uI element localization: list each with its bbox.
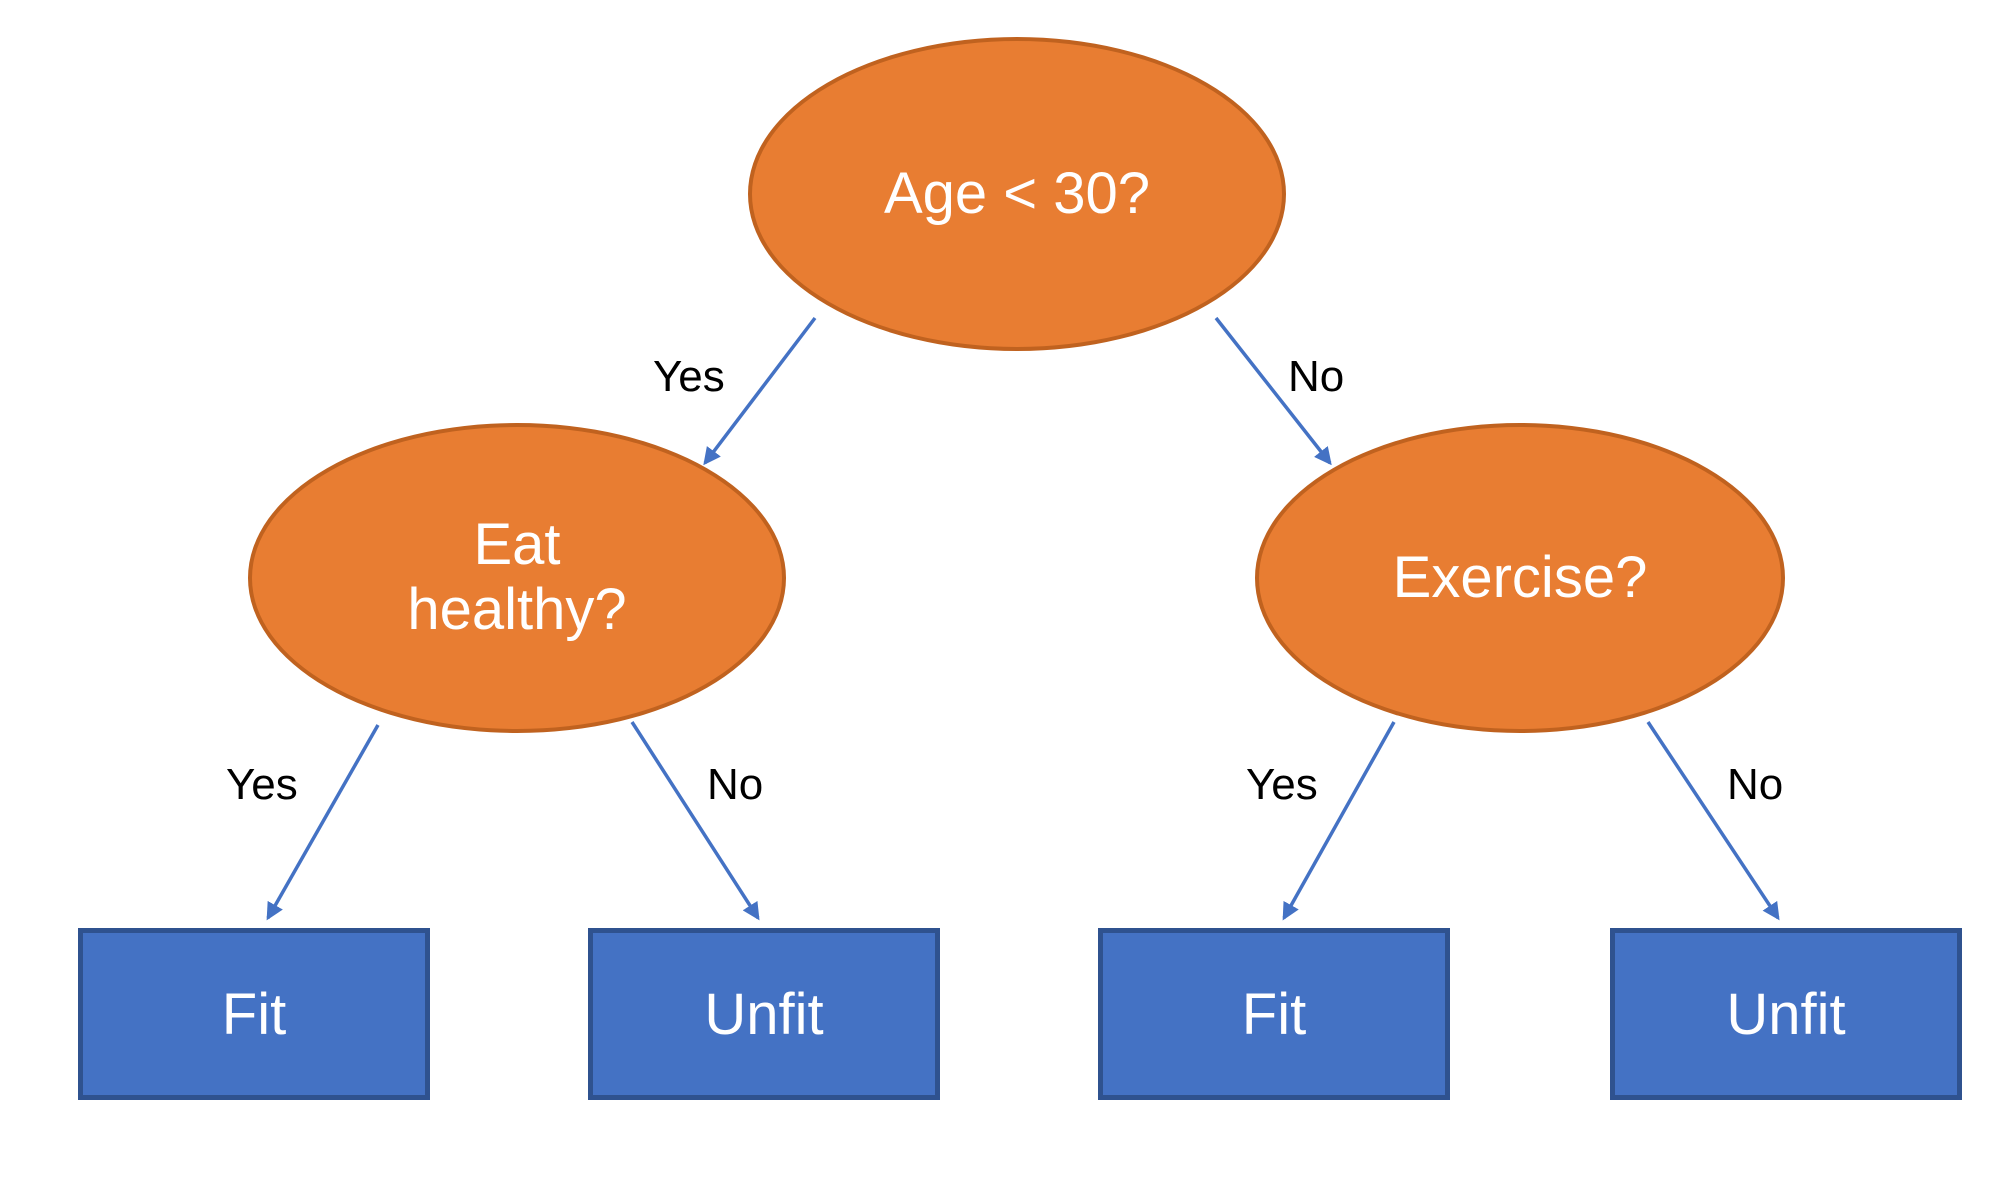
leaf-node-fit-right[interactable]: Fit: [1098, 928, 1450, 1100]
leaf-node-unfit-right-label: Unfit: [1726, 981, 1846, 1047]
edge-eat-to-fit: [266, 724, 380, 921]
leaf-node-unfit-right[interactable]: Unfit: [1610, 928, 1962, 1100]
edge-exercise-to-fit: [1282, 721, 1396, 921]
leaf-node-fit-left-label: Fit: [221, 981, 287, 1047]
edge-label-root-no: No: [1288, 352, 1345, 401]
edge-label-eat-yes: Yes: [226, 760, 298, 809]
decision-node-eat-healthy-label: Eat healthy?: [407, 512, 627, 642]
decision-node-exercise[interactable]: Exercise?: [1255, 423, 1785, 733]
decision-node-exercise-label: Exercise?: [1392, 544, 1648, 610]
decision-node-root[interactable]: Age < 30?: [748, 37, 1286, 351]
decision-node-eat-healthy[interactable]: Eat healthy?: [248, 423, 786, 733]
edge-eat-to-unfit: [630, 721, 760, 921]
leaf-node-unfit-left-label: Unfit: [704, 981, 824, 1047]
decision-node-root-label: Age < 30?: [883, 160, 1151, 226]
edge-label-eat-no: No: [707, 760, 764, 809]
edge-label-exercise-yes: Yes: [1246, 760, 1318, 809]
leaf-node-unfit-left[interactable]: Unfit: [588, 928, 940, 1100]
edge-label-root-yes: Yes: [653, 352, 725, 401]
leaf-node-fit-left[interactable]: Fit: [78, 928, 430, 1100]
edge-exercise-to-unfit: [1646, 721, 1780, 921]
leaf-node-fit-right-label: Fit: [1241, 981, 1307, 1047]
edge-label-exercise-no: No: [1727, 760, 1784, 809]
